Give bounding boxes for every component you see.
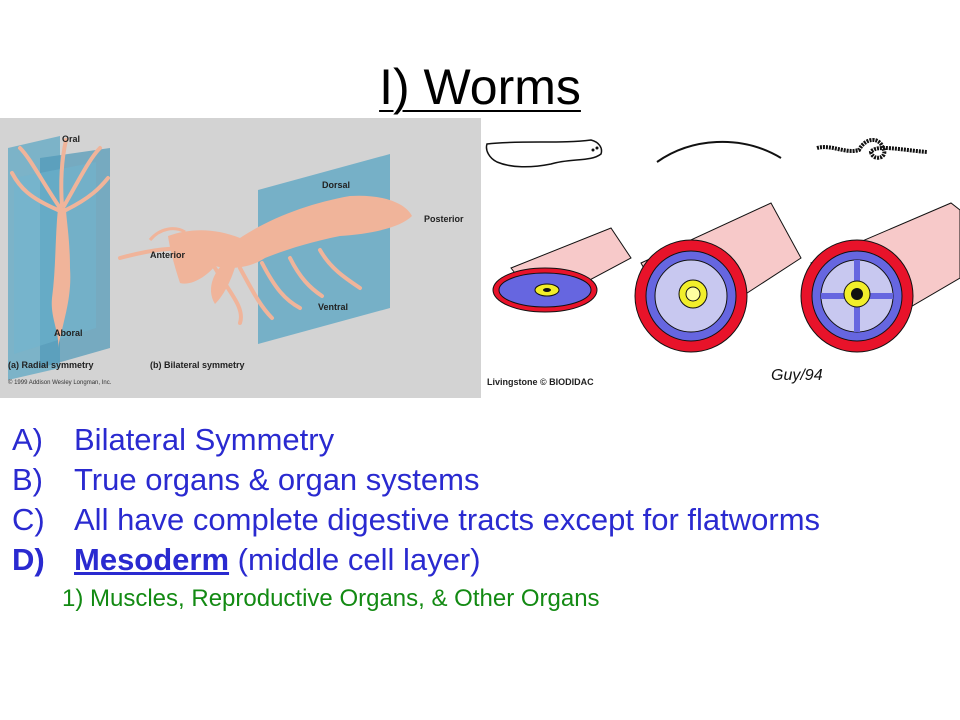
bullet-d: D) Mesoderm (middle cell layer)	[12, 540, 952, 580]
slide-title: I) Worms	[379, 59, 581, 115]
figure-signature: Guy/94	[771, 367, 823, 384]
caption-bilateral: (b) Bilateral symmetry	[150, 360, 245, 370]
mesoderm-description: (middle cell layer)	[229, 542, 481, 577]
bullet-text: True organs & organ systems	[74, 462, 480, 497]
bullet-letter: C)	[12, 502, 45, 537]
body-plan-figure: Livingstone © BIODIDAC Guy/94	[481, 118, 960, 398]
roundworm-outline-icon	[656, 141, 782, 163]
label-anterior: Anterior	[150, 250, 186, 260]
bullet-a: A) Bilateral Symmetry	[12, 420, 952, 460]
bullet-text: Bilateral Symmetry	[74, 422, 335, 457]
figure-credit: Livingstone © BIODIDAC	[487, 377, 594, 387]
bullet-letter: D)	[12, 542, 45, 577]
segmented-worm-outline-icon	[816, 138, 928, 160]
bullet-b: B) True organs & organ systems	[12, 460, 952, 500]
label-posterior: Posterior	[424, 214, 464, 224]
flatworm-outline-icon	[485, 139, 603, 168]
bullet-letter: A)	[12, 422, 43, 457]
mesoderm-term: Mesoderm	[74, 542, 230, 577]
bullet-text: Mesoderm (middle cell layer)	[74, 540, 952, 580]
caption-radial: (a) Radial symmetry	[8, 360, 94, 370]
label-ventral: Ventral	[318, 302, 348, 312]
bullet-c: C) All have complete digestive tracts ex…	[12, 500, 952, 540]
figure-copyright: © 1999 Addison Wesley Longman, Inc.	[8, 379, 112, 386]
label-oral: Oral	[62, 134, 80, 144]
label-dorsal: Dorsal	[322, 180, 350, 190]
label-aboral: Aboral	[54, 328, 83, 338]
sub-bullet: 1) Muscles, Reproductive Organs, & Other…	[62, 585, 600, 612]
symmetry-figure: Oral Aboral Dorsal Posterior Anterior Ve…	[0, 118, 481, 398]
bullet-letter: B)	[12, 462, 43, 497]
bullet-list: A) Bilateral Symmetry B) True organs & o…	[12, 420, 952, 614]
bullet-text: All have complete digestive tracts excep…	[74, 502, 821, 537]
